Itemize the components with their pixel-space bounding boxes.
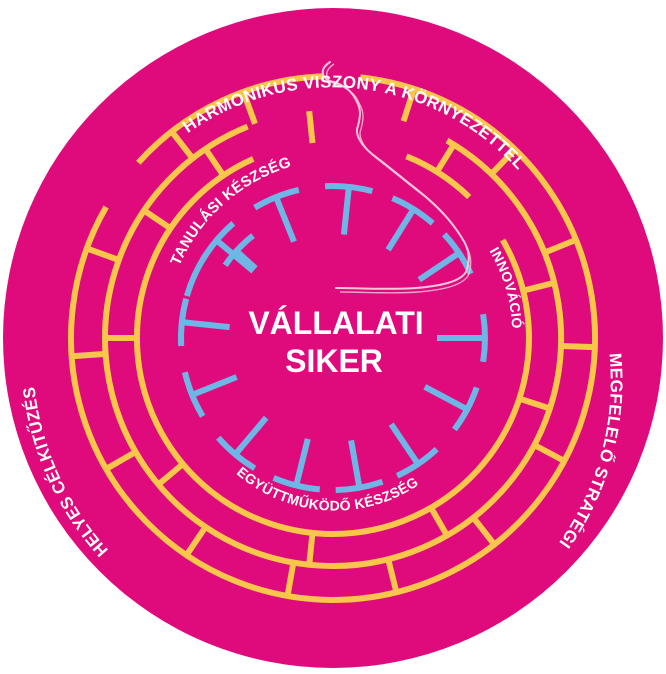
maze-solution-path-echo: [326, 63, 472, 294]
outer-spoke: [85, 245, 120, 263]
inner-t-cap: [181, 371, 206, 418]
outer-spoke: [184, 525, 208, 557]
inner-t-stem: [234, 248, 258, 271]
inner-t-cap: [480, 313, 488, 363]
outer-spoke: [543, 237, 578, 256]
outer-wall-ring-1: [68, 74, 598, 603]
outer-spoke: [560, 343, 595, 351]
inner-t-cap: [441, 232, 474, 276]
outer-inner-spoke: [306, 110, 316, 144]
background-disc: [3, 8, 663, 668]
outer-spoke: [104, 449, 138, 472]
outer-spoke: [532, 442, 566, 464]
inner-t-stem: [423, 384, 469, 413]
inner-t-stem: [273, 195, 297, 243]
inner-t-cap: [335, 478, 384, 493]
outer-inner-spoke: [428, 506, 450, 537]
inner-t-stem: [340, 186, 352, 235]
inner-t-cap: [324, 183, 374, 195]
outer-spoke: [240, 90, 258, 125]
outer-wall-ring-1b: [136, 73, 325, 165]
outer-inner-spoke: [518, 395, 551, 412]
inner-t-stem: [385, 207, 417, 252]
center-title-line1: VÁLLALATI: [248, 305, 423, 341]
inner-t-cap: [178, 297, 190, 347]
inner-t-stem: [181, 319, 230, 331]
outer-inner-spoke: [142, 208, 173, 231]
inner-t-stem: [417, 250, 461, 283]
inner-t-stem: [388, 422, 421, 466]
outer-maze: [68, 73, 598, 603]
outer-inner-spoke: [156, 461, 185, 487]
center-title-line2: SIKER: [285, 343, 383, 379]
outer-wall-ring-3b: [133, 156, 532, 537]
outer-spoke: [489, 147, 518, 177]
inner-t-cap: [391, 195, 435, 226]
inner-t-stem: [190, 374, 238, 398]
inner-t-stem: [233, 415, 269, 457]
outer-wall-ring-2: [102, 123, 565, 569]
inner-t-cap: [395, 446, 439, 479]
outer-spoke: [400, 87, 417, 123]
inner-arc-left: [184, 251, 210, 297]
outer-inner-spoke: [306, 532, 316, 566]
outer-spoke: [284, 561, 297, 597]
inner-t-stem: [348, 439, 363, 489]
outer-spoke: [71, 350, 106, 360]
inner-t-cap: [272, 475, 321, 493]
outer-wall-ring-3a: [405, 153, 472, 200]
outer-inner-spoke: [434, 143, 457, 174]
inner-maze: [178, 183, 488, 493]
outer-inner-spoke: [522, 279, 555, 294]
outer-inner-spoke: [203, 147, 226, 178]
outer-spoke: [385, 558, 400, 593]
inner-t-cap: [253, 186, 300, 211]
outer-spoke: [471, 515, 497, 547]
inner-t-cap: [216, 435, 257, 471]
inner-t-cap: [451, 386, 480, 432]
inner-t-stem: [293, 438, 311, 487]
outer-spoke: [169, 129, 195, 161]
